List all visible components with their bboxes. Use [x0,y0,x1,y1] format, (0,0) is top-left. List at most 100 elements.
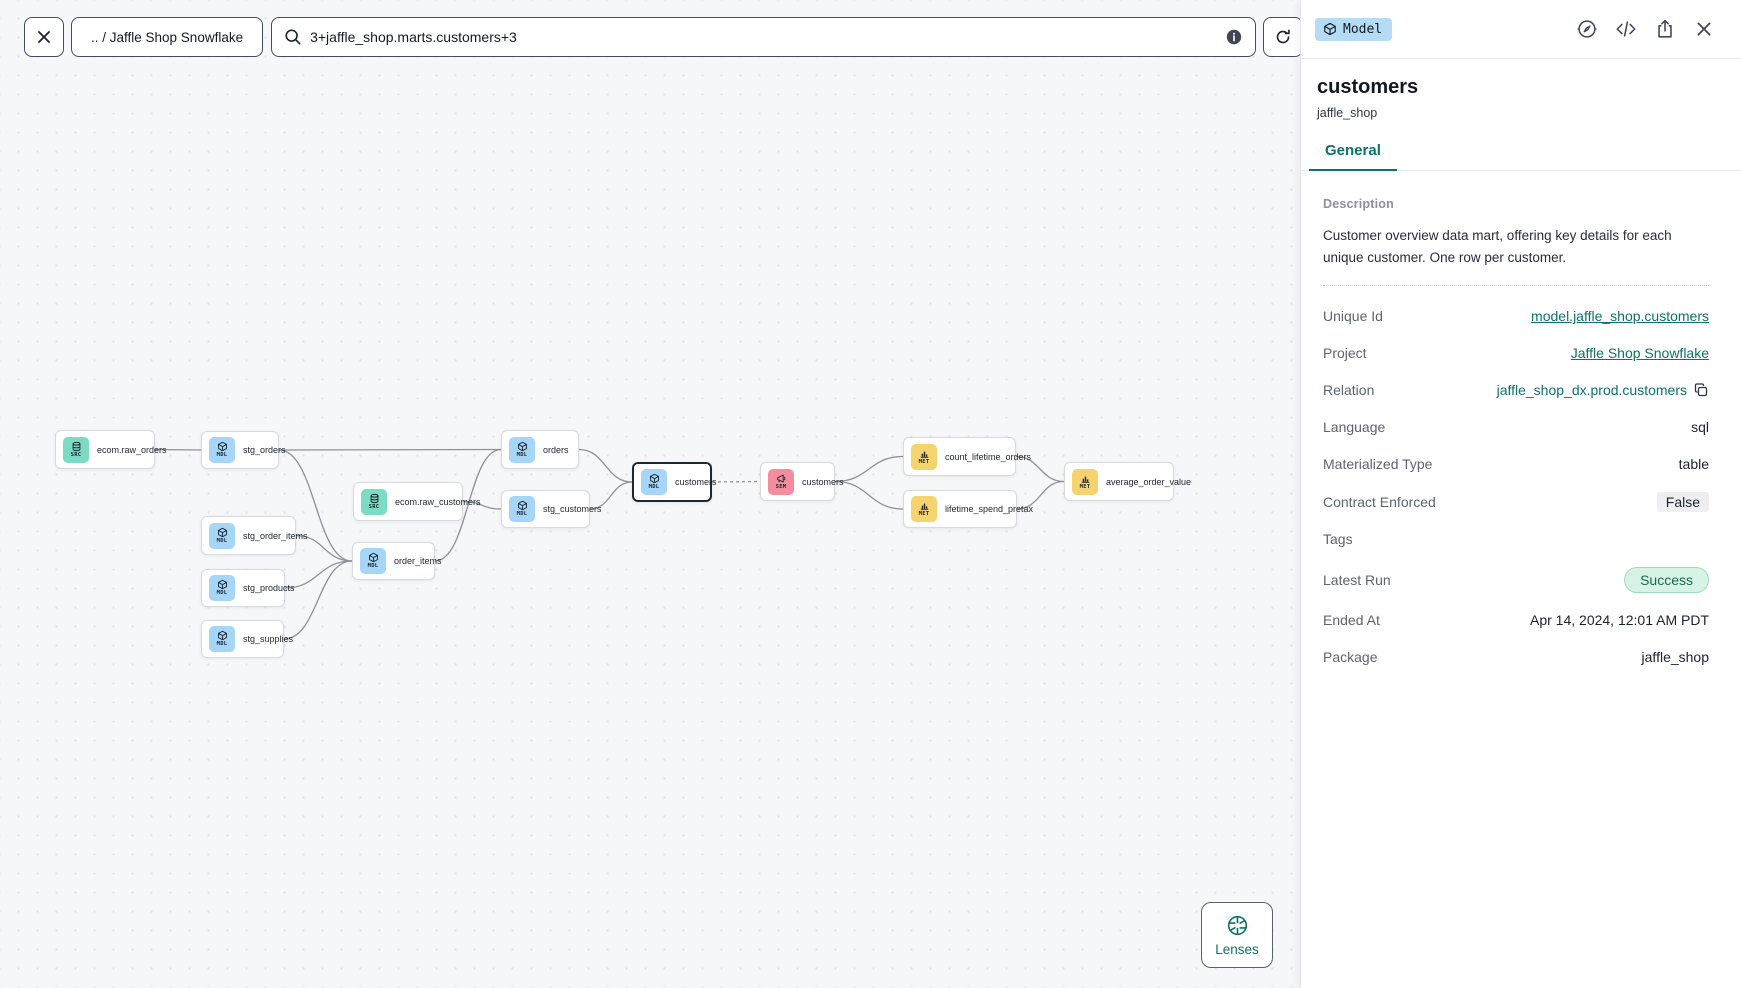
search-input[interactable] [310,29,1226,45]
panel-subtitle: jaffle_shop [1317,106,1378,120]
row-value: jaffle_shop [1641,649,1709,666]
met-node-icon: MET [1072,468,1098,495]
node-label: ecom.raw_orders [97,444,167,455]
close-panel-button[interactable] [1693,18,1715,40]
view-code-button[interactable] [1615,18,1637,40]
panel-content: Description Customer overview data mart,… [1301,171,1741,705]
mdl-node-icon: MDL [641,469,667,495]
graph-node-stg_products[interactable]: MDL stg_products [201,569,295,607]
node-label: count_lifetime_orders [945,451,1032,462]
row-value: Apr 14, 2024, 12:01 AM PDT [1530,612,1709,629]
graph-node-count_lifetime_orders[interactable]: MET count_lifetime_orders [903,437,1031,476]
code-icon [1616,21,1636,37]
row-label: Relation [1323,382,1375,399]
close-lineage-button[interactable] [24,17,64,57]
detail-row: Ended At Apr 14, 2024, 12:01 AM PDT [1323,611,1709,630]
detail-row: Package jaffle_shop [1323,648,1709,667]
lineage-toolbar: .. / Jaffle Shop Snowflake [24,17,1304,57]
panel-title-block: customers jaffle_shop [1301,59,1741,120]
graph-node-ecom.raw_customers[interactable]: SRC ecom.raw_customers [353,482,481,521]
sem-node-icon: SEM [768,468,794,495]
status-badge: Success [1624,566,1709,593]
node-label: stg_order_items [243,530,308,541]
lenses-aperture-icon [1227,915,1247,935]
panel-title: customers [1317,76,1419,98]
mdl-node-icon: MDL [209,522,235,549]
row-value: sql [1691,419,1709,436]
share-button[interactable] [1654,18,1676,40]
src-node-icon: SRC [63,436,89,463]
compass-icon [1577,20,1597,38]
mdl-node-icon: MDL [360,548,386,574]
node-label: stg_supplies [243,634,294,644]
mdl-node-icon: MDL [209,626,235,652]
mdl-node-icon: MDL [209,437,235,463]
node-label: order_items [394,556,442,566]
graph-node-ecom.raw_orders[interactable]: SRC ecom.raw_orders [55,430,167,469]
met-node-icon: MET [911,443,937,470]
panel-header: Model [1301,0,1741,59]
row-label: Ended At [1323,612,1380,629]
graph-node-order_items[interactable]: MDL order_items [352,542,442,580]
row-label: Language [1323,419,1386,436]
graph-node-stg_customers[interactable]: MDL stg_customers [501,490,602,528]
cube-icon [1324,22,1336,36]
detail-row: Contract Enforced False [1323,491,1709,512]
node-label: stg_products [243,583,295,593]
graph-node-orders[interactable]: MDL orders [501,430,579,469]
mdl-node-icon: MDL [509,436,535,463]
refresh-icon [1276,29,1290,44]
breadcrumb[interactable]: .. / Jaffle Shop Snowflake [71,17,264,57]
src-node-icon: SRC [361,488,387,515]
lenses-label: Lenses [1215,941,1259,957]
graph-node-customers[interactable]: MDL customers [632,462,717,502]
mdl-node-icon: MDL [209,575,235,601]
node-label: customers [802,476,844,487]
detail-row: Tags [1323,530,1709,549]
graph-node-customers_sem[interactable]: SEM customers [760,462,844,501]
graph-node-stg_supplies[interactable]: MDL stg_supplies [201,620,293,658]
copy-icon[interactable] [1693,382,1709,398]
node-label: customers [675,477,717,487]
lineage-search[interactable] [271,17,1257,57]
detail-row: Unique Id model.jaffle_shop.customers [1323,307,1709,326]
row-label: Tags [1323,531,1353,548]
close-icon [1697,22,1711,36]
lineage-canvas[interactable]: .. / Jaffle Shop Snowflake [0,0,1304,988]
row-label: Unique Id [1323,308,1383,325]
detail-row: Language sql [1323,418,1709,437]
close-icon [38,31,50,43]
breadcrumb-label: .. / Jaffle Shop Snowflake [91,29,244,45]
node-label: ecom.raw_customers [395,496,481,507]
row-label: Project [1323,345,1367,362]
row-label: Contract Enforced [1323,493,1436,510]
row-label: Latest Run [1323,571,1391,588]
row-value: jaffle_shop_dx.prod.customers [1496,382,1687,399]
graph-node-average_order_value[interactable]: MET average_order_value [1064,462,1191,501]
info-icon[interactable] [1225,28,1243,46]
row-value-link[interactable]: model.jaffle_shop.customers [1531,308,1709,325]
explore-lineage-button[interactable] [1576,18,1598,40]
model-type-badge: Model [1315,17,1393,41]
row-label: Package [1323,649,1378,666]
description-text: Customer overview data mart, offering ke… [1323,228,1672,265]
tab-general[interactable]: General [1309,133,1397,171]
detail-row: Relation jaffle_shop_dx.prod.customers [1323,381,1709,400]
node-label: lifetime_spend_pretax [945,504,1034,514]
row-value-link[interactable]: Jaffle Shop Snowflake [1570,345,1709,362]
node-label: stg_orders [243,445,286,455]
node-label: stg_customers [543,504,602,514]
lenses-button[interactable]: Lenses [1201,902,1273,968]
graph-node-stg_orders[interactable]: MDL stg_orders [201,431,286,469]
row-value: table [1678,456,1709,473]
model-type-label: Model [1343,21,1383,37]
graph-node-stg_order_items[interactable]: MDL stg_order_items [201,516,308,555]
node-label: average_order_value [1106,476,1192,487]
mdl-node-icon: MDL [509,496,535,522]
row-value-chip: False [1656,491,1709,512]
refresh-button[interactable] [1263,17,1304,57]
node-label: orders [543,444,569,455]
